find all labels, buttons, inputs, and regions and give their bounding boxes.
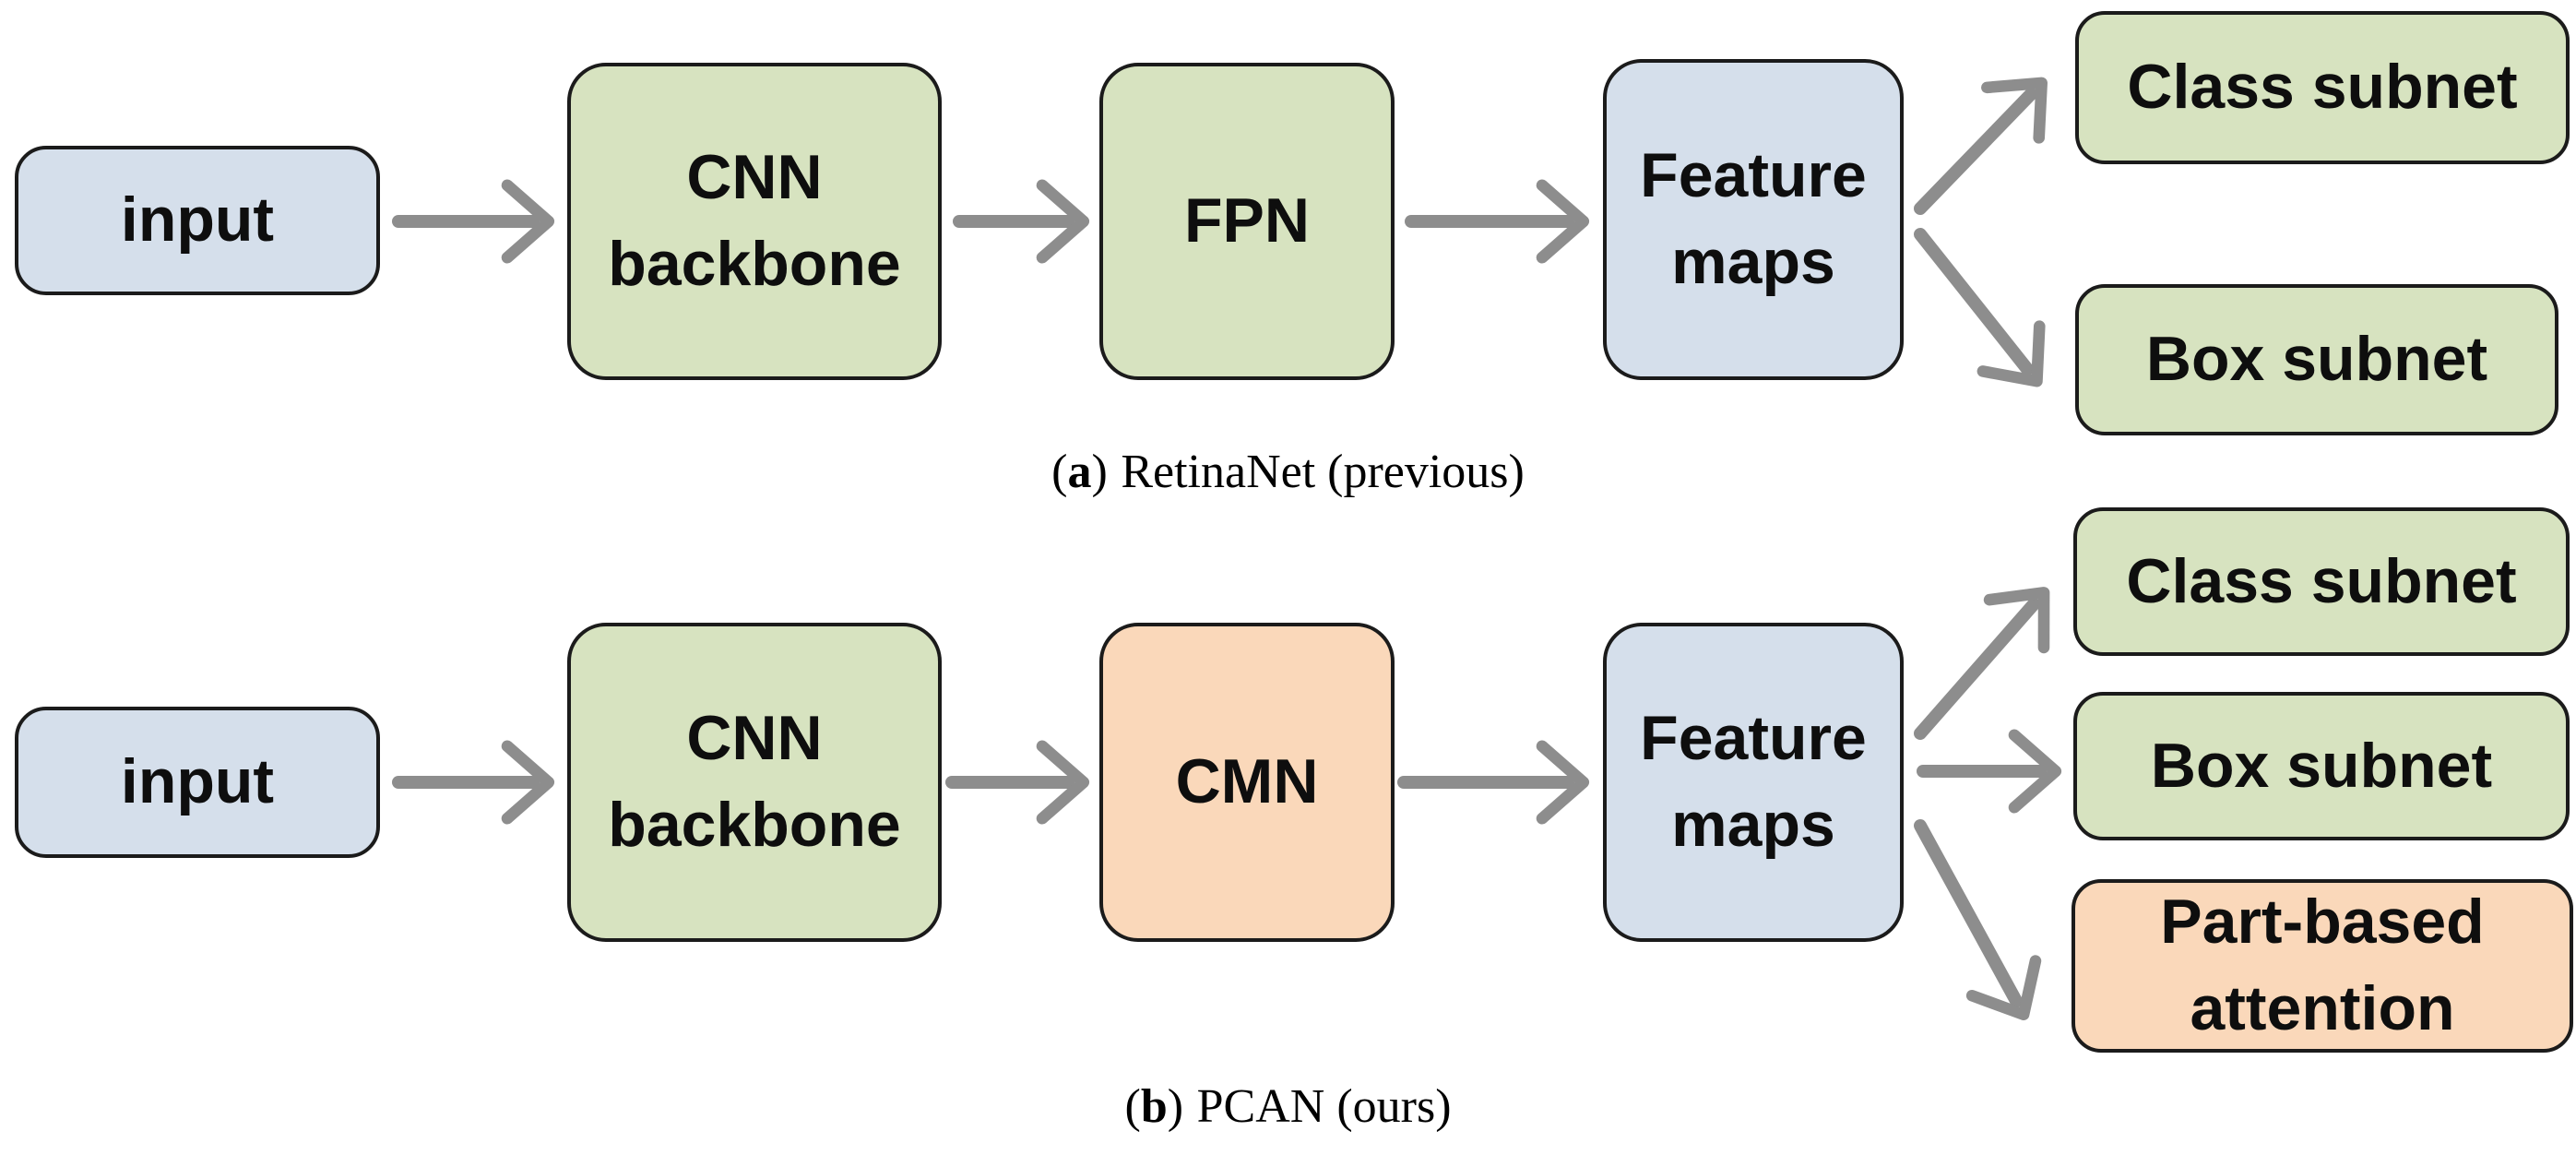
node-a-input: input [15,146,380,295]
node-a-fpn-label: FPN [1184,185,1310,256]
node-b-box-subnet: Box subnet [2073,692,2570,840]
caption-b-close: ) [1167,1080,1184,1133]
node-b-feature-maps-label: Feature maps [1640,703,1867,860]
caption-a: (a)RetinaNet (previous) [0,445,2576,499]
node-a-box-subnet-label: Box subnet [2145,324,2488,395]
node-b-part-based-attention-label: Part-based attention [2160,887,2485,1043]
node-b-class-subnet: Class subnet [2073,507,2570,656]
node-a-cnn-backbone-label: CNN backbone [608,142,901,299]
node-b-part-based-attention: Part-based attention [2071,879,2573,1053]
node-a-feature-maps: Feature maps [1603,59,1904,380]
arrow-a-features-to-box-subnet [1914,228,2046,387]
node-a-class-subnet: Class subnet [2075,11,2570,164]
caption-b-letter: b [1140,1080,1168,1133]
node-a-feature-maps-label: Feature maps [1640,140,1867,297]
caption-b: (b)PCAN (ours) [0,1079,2576,1134]
caption-a-letter: a [1067,446,1092,498]
node-a-fpn: FPN [1099,63,1395,380]
arrow-a-features-to-class-subnet [1914,77,2048,215]
node-a-input-label: input [120,185,275,256]
node-b-feature-maps: Feature maps [1603,623,1904,942]
arrow-b-features-to-class-subnet [1914,587,2050,740]
node-b-class-subnet-label: Class subnet [2126,545,2517,616]
caption-b-open: ( [1124,1080,1141,1133]
caption-a-text: RetinaNet (previous) [1121,446,1525,498]
node-b-cmn: CMN [1099,623,1395,942]
node-b-cnn-backbone: CNN backbone [567,623,942,942]
node-b-input: input [15,707,380,858]
arrow-b-features-to-part-attention [1914,819,2042,1021]
node-a-box-subnet: Box subnet [2075,284,2558,435]
caption-b-text: PCAN (ours) [1196,1080,1452,1133]
node-b-box-subnet-label: Box subnet [2150,730,2493,801]
node-a-cnn-backbone: CNN backbone [567,63,942,380]
node-b-input-label: input [120,746,275,817]
caption-a-open: ( [1051,446,1068,498]
caption-a-close: ) [1091,446,1108,498]
node-b-cmn-label: CMN [1175,746,1319,817]
node-b-cnn-backbone-label: CNN backbone [608,703,901,860]
node-a-class-subnet-label: Class subnet [2127,52,2518,123]
